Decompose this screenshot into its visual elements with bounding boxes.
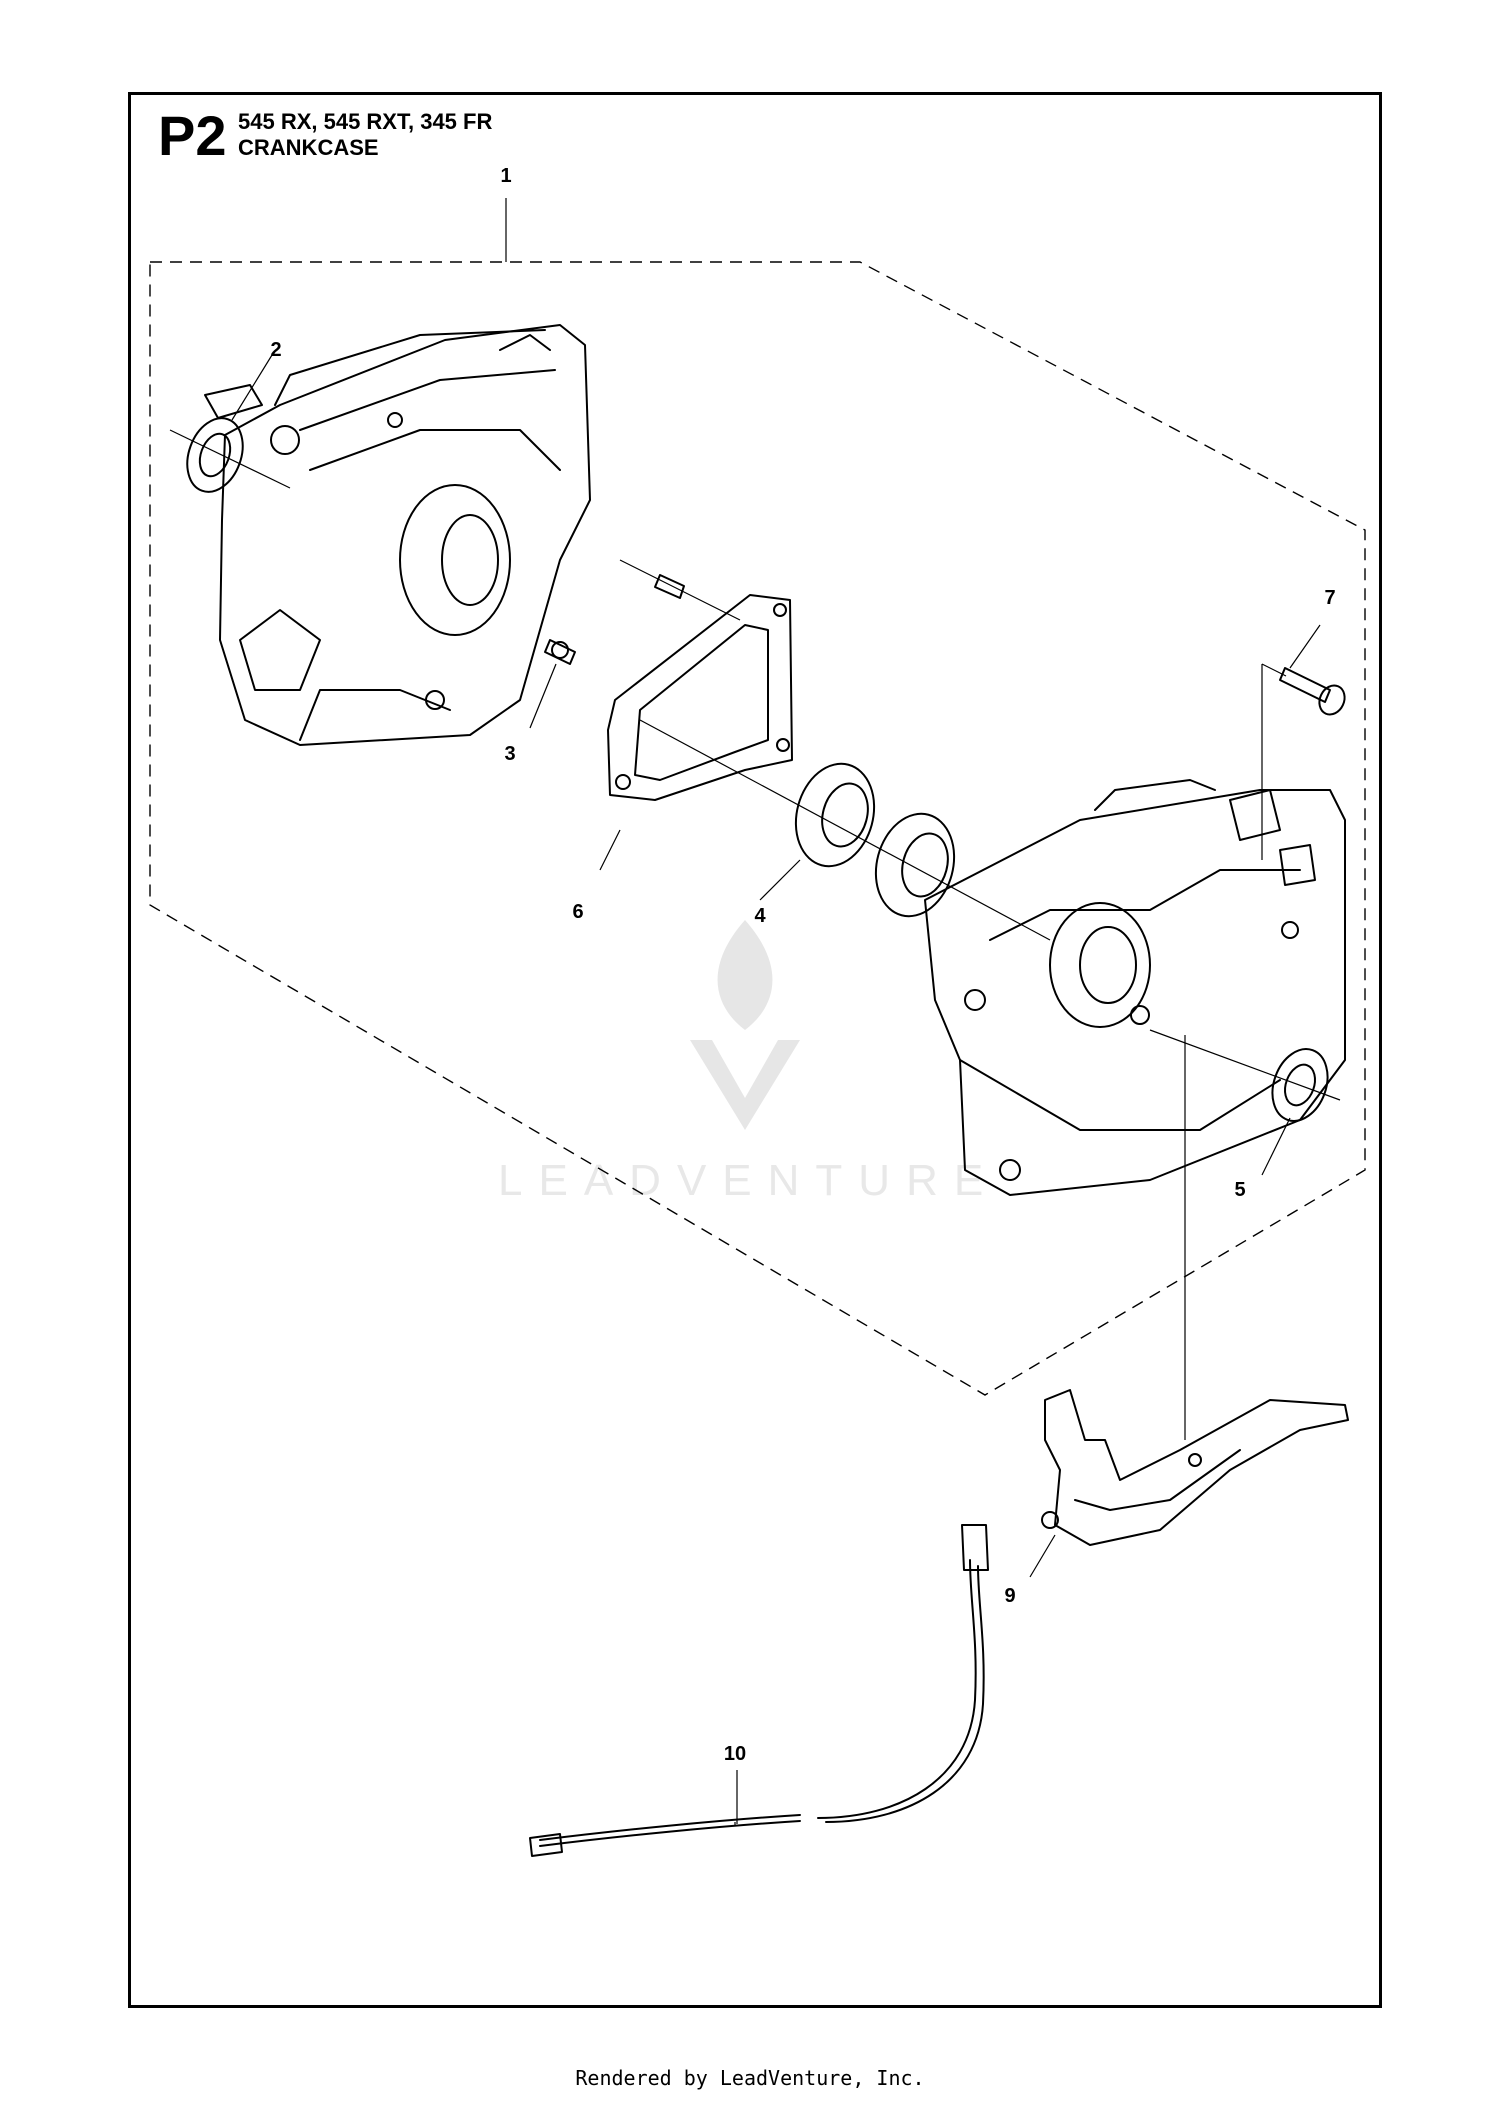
watermark-text: LEADVENTURE (498, 1156, 999, 1205)
bracket-part-9 (1029, 1035, 1349, 1578)
callout-1: 1 (500, 165, 511, 187)
gasket-part-6 (599, 594, 793, 871)
dowel-pins-part-3 (529, 559, 741, 729)
assembly-boundary (149, 261, 1366, 1396)
diagram-frame (128, 92, 1382, 2008)
right-crankcase-half (924, 779, 1346, 1196)
callout-6: 6 (572, 901, 583, 923)
flame-icon (717, 920, 773, 1030)
callout-3: 3 (504, 743, 515, 765)
screw-part-7 (1261, 624, 1346, 860)
callout-10: 10 (724, 1743, 746, 1765)
left-crankcase-half (204, 324, 591, 746)
diagram-title: CRANKCASE (238, 135, 379, 160)
callout-4: 4 (754, 905, 766, 927)
bearings-part-4 (639, 719, 1051, 941)
seal-part-5 (1149, 1029, 1341, 1176)
seal-part-2 (169, 354, 291, 493)
page-code: P2 (158, 104, 227, 167)
callout-5: 5 (1234, 1179, 1245, 1201)
render-credit: Rendered by LeadVenture, Inc. (575, 2066, 925, 2090)
model-list: 545 RX, 545 RXT, 345 FR (238, 109, 493, 134)
callout-2: 2 (270, 339, 281, 361)
leadventure-watermark: LEADVENTURE (498, 920, 999, 1205)
wire-part-10 (529, 1524, 989, 1857)
callout-9: 9 (1004, 1585, 1015, 1607)
callout-7: 7 (1324, 587, 1335, 609)
v-logo-icon (690, 1040, 800, 1130)
